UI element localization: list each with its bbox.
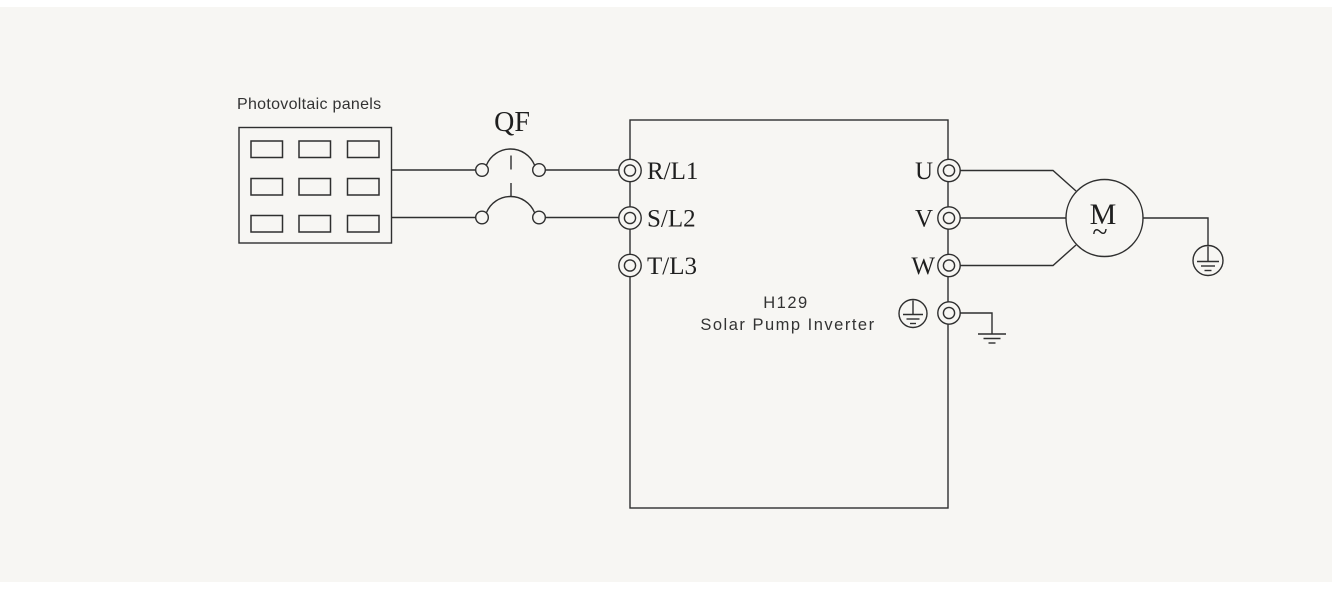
pv-cell bbox=[250, 177, 284, 196]
wire-w-to-motor bbox=[960, 244, 1077, 267]
terminal-ring-inner bbox=[623, 211, 637, 225]
pv-cell bbox=[250, 140, 284, 159]
motor-phase-symbol: ~ bbox=[1092, 217, 1107, 248]
terminal-ring-inner bbox=[623, 164, 637, 177]
inverter-name-label: Solar Pump Inverter bbox=[700, 316, 875, 334]
terminal-r-l1: R/L1 bbox=[618, 158, 698, 185]
terminal-ring-inner bbox=[942, 306, 956, 320]
terminal-ring-inner bbox=[942, 211, 956, 225]
terminal-ring-inner bbox=[942, 164, 956, 177]
terminal-label-w: W bbox=[911, 253, 935, 280]
inverter-pe-icon bbox=[898, 298, 928, 329]
terminal-u: U bbox=[915, 158, 961, 185]
breaker-contact bbox=[475, 210, 490, 225]
diagram-background bbox=[0, 7, 1332, 582]
pv-panel-label: Photovoltaic panels bbox=[237, 96, 381, 113]
terminal-label-t-l3: T/L3 bbox=[647, 253, 697, 280]
motor: M ~ bbox=[1065, 178, 1144, 258]
pv-cell bbox=[346, 214, 380, 233]
wire-ground-terminal bbox=[960, 312, 993, 334]
wire-motor-to-ground bbox=[1143, 217, 1209, 246]
terminal-ring-inner bbox=[623, 259, 637, 272]
pv-panel-array: Photovoltaic panels bbox=[237, 96, 393, 244]
terminal-t-l3: T/L3 bbox=[618, 253, 697, 280]
terminal-ground bbox=[898, 298, 961, 329]
breaker-pole-2 bbox=[475, 195, 547, 225]
pv-cell bbox=[346, 140, 380, 159]
inverter-model-label: H129 bbox=[763, 294, 808, 312]
pv-cell bbox=[298, 214, 332, 233]
pv-panel-outline bbox=[238, 126, 393, 244]
breaker-arc bbox=[485, 148, 536, 166]
terminal-w: W bbox=[911, 253, 961, 280]
breaker-contact bbox=[532, 210, 547, 225]
terminal-label-s-l2: S/L2 bbox=[647, 206, 696, 233]
inverter-unit: H129 Solar Pump Inverter R/L1 S/L2 T/L3 … bbox=[618, 119, 961, 509]
breaker-pole-1 bbox=[475, 148, 547, 177]
terminal-label-v: V bbox=[915, 206, 933, 233]
breaker-arc bbox=[485, 195, 536, 213]
motor-label: M bbox=[1090, 198, 1117, 231]
earth-ground bbox=[960, 312, 1006, 344]
pv-cell bbox=[298, 140, 332, 159]
pv-cell bbox=[298, 177, 332, 196]
motor-pe-icon bbox=[1192, 244, 1224, 277]
terminal-label-u: U bbox=[915, 158, 933, 185]
wire-u-to-motor bbox=[960, 169, 1077, 192]
terminal-label-r-l1: R/L1 bbox=[647, 158, 698, 185]
breaker-contact bbox=[532, 162, 547, 177]
circuit-breaker-qf: QF bbox=[475, 107, 547, 225]
pv-cell bbox=[250, 214, 284, 233]
terminal-s-l2: S/L2 bbox=[618, 206, 696, 233]
breaker-contact bbox=[475, 162, 490, 177]
pv-cell bbox=[346, 177, 380, 196]
terminal-ring-inner bbox=[942, 259, 956, 272]
breaker-label: QF bbox=[494, 107, 530, 138]
